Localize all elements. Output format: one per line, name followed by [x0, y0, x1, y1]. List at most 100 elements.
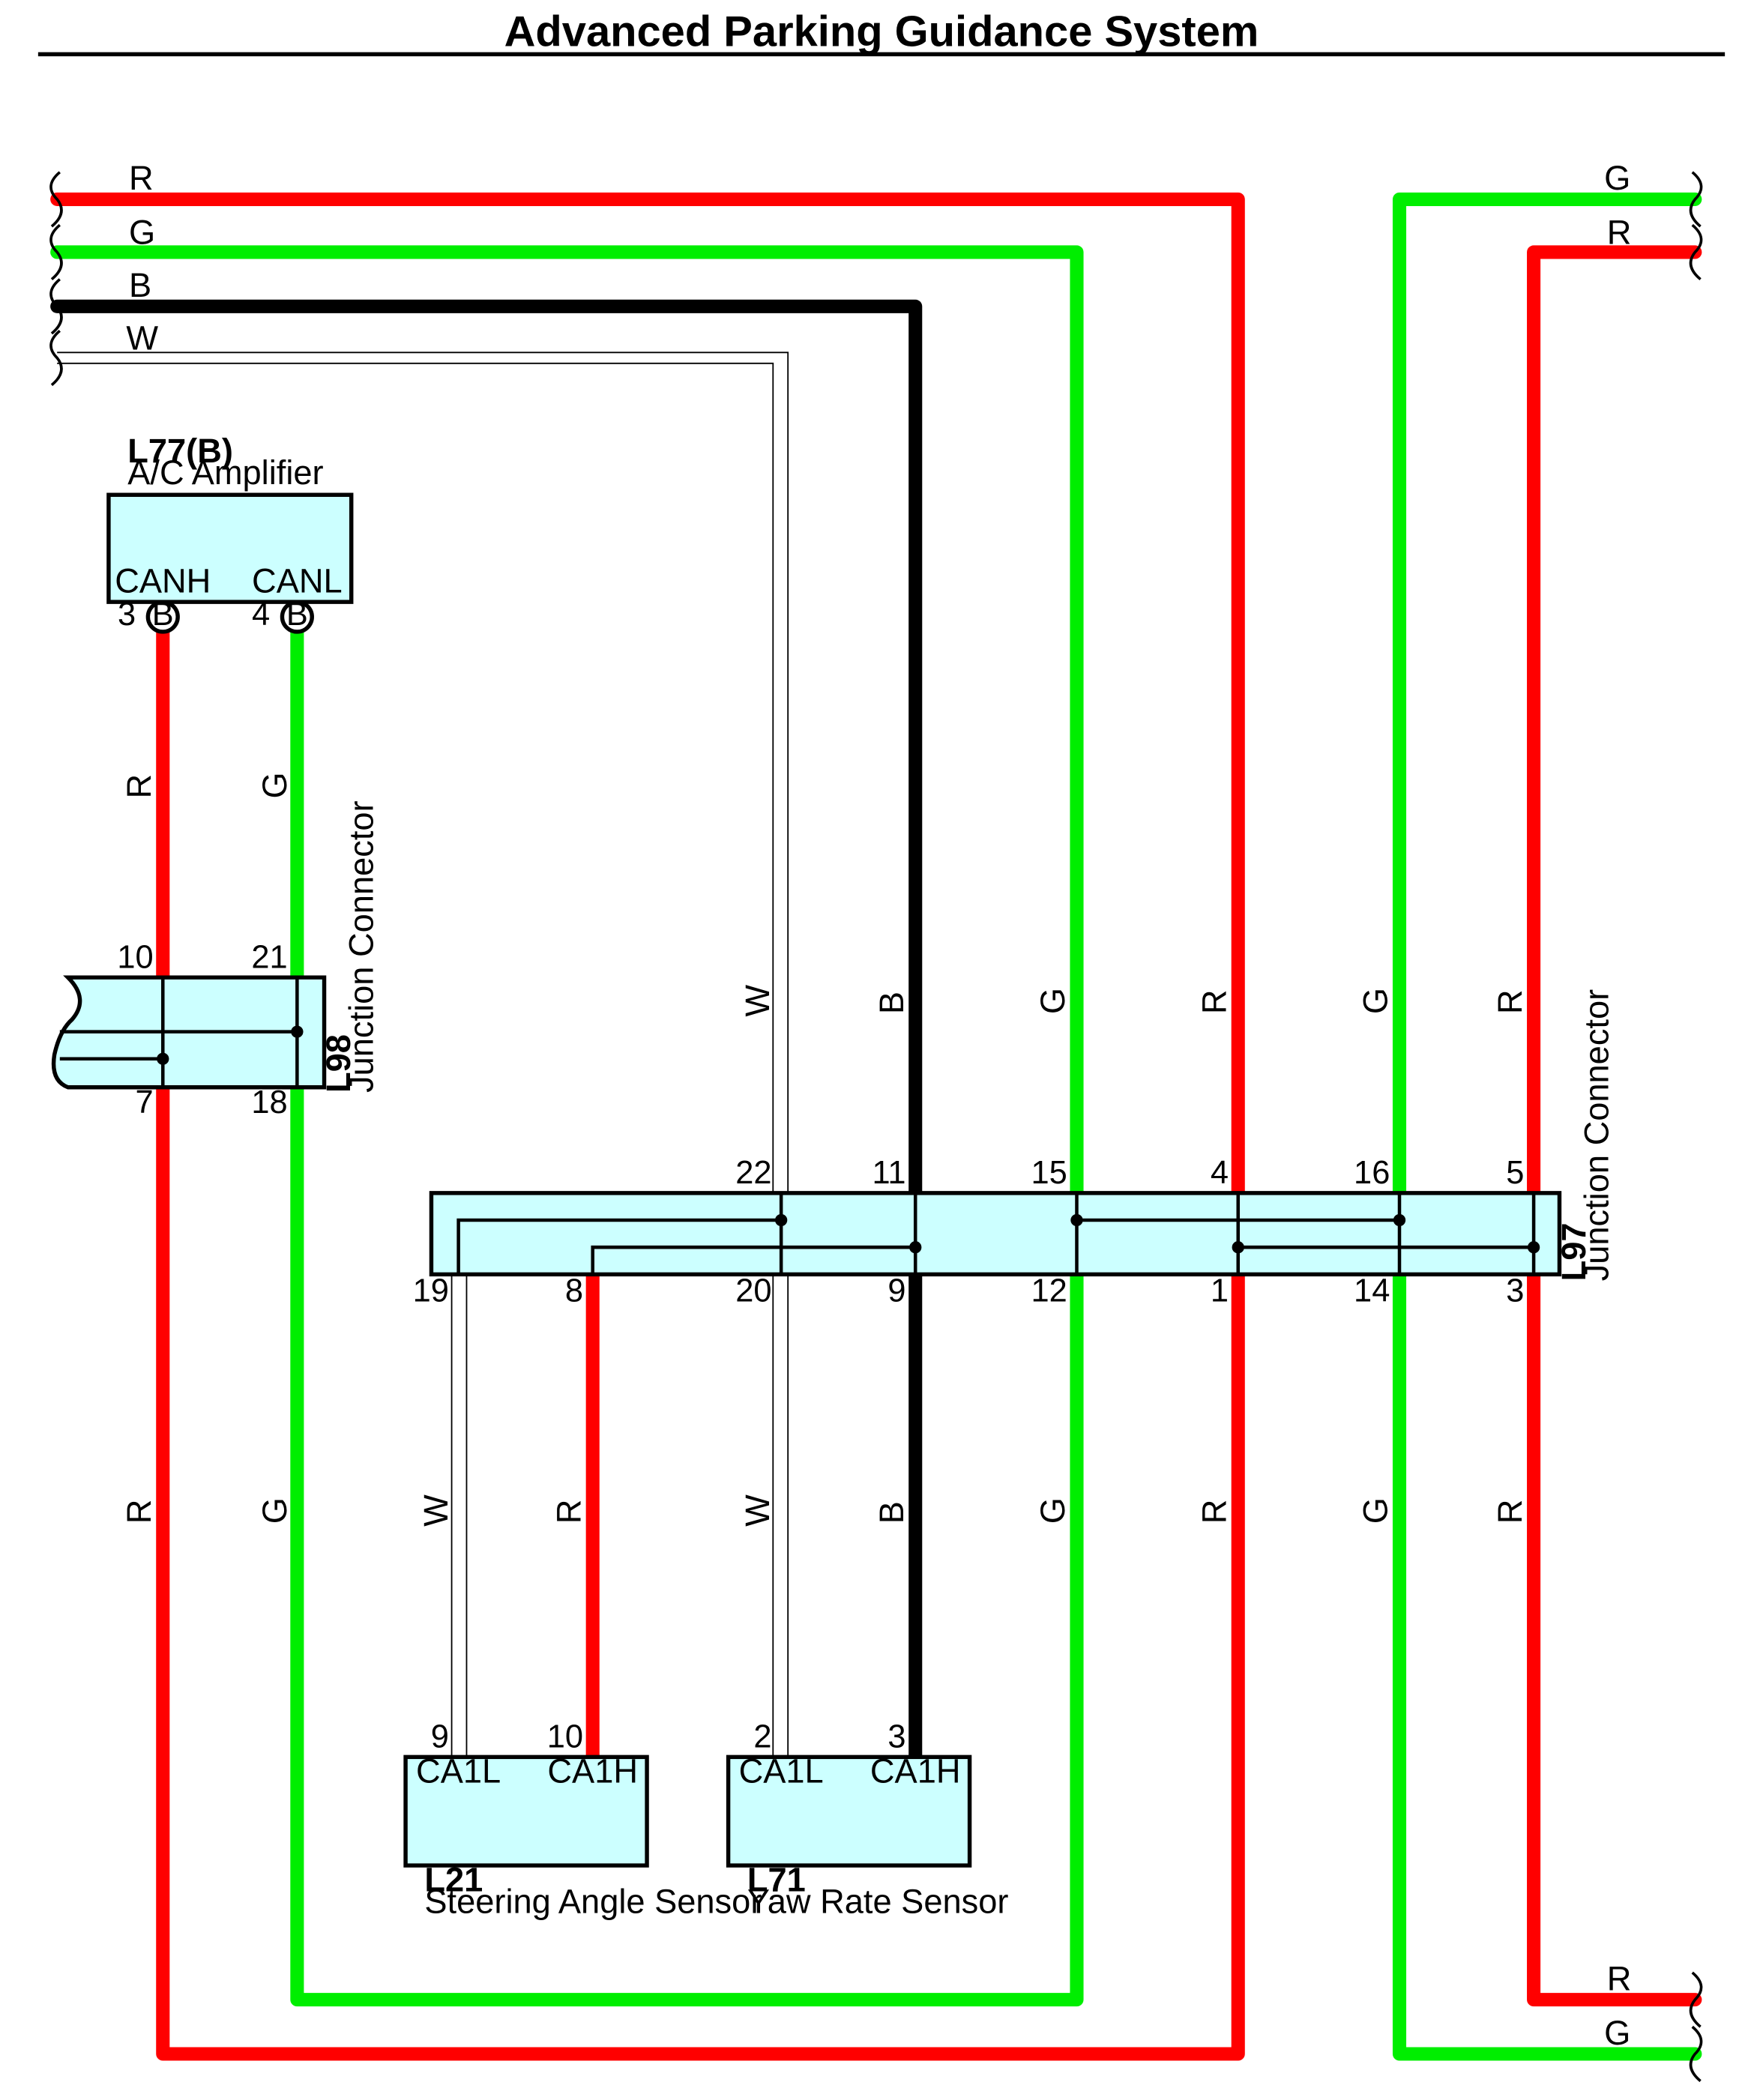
l77-canh-label: CANH	[115, 561, 211, 600]
l77-name: A/C Amplifier	[127, 453, 323, 492]
l71-box	[726, 1754, 972, 1868]
l21-pin-10: 10	[547, 1719, 583, 1755]
l97-pin-4: 4	[1211, 1155, 1229, 1191]
l97-splice-g	[1070, 1213, 1083, 1227]
wire-w-group	[57, 351, 789, 1757]
wire-r-right-bottom	[1527, 1267, 1702, 2007]
wire-w-top	[57, 351, 789, 1757]
break-mark-right-r-bottom	[1689, 1971, 1703, 2028]
wire-label-right-g: G	[1604, 159, 1630, 197]
break-mark-right-g-bottom	[1689, 2025, 1703, 2083]
vertical-wire-labels: R G W B G R G R R G W R W B G R G R	[120, 772, 1529, 1527]
component-l71: 2 3 CA1L CA1H L71 Yaw Rate Sensor	[726, 1719, 1009, 1920]
l71-ca1l-label: CA1L	[739, 1752, 824, 1790]
wire-label-right-g-bottom: G	[1604, 2014, 1630, 2052]
break-mark-left-g	[49, 223, 63, 281]
vlabel-b-l71: B	[873, 1501, 911, 1524]
wire-label-left-b: B	[129, 266, 151, 304]
l77-pin-canl: 4	[252, 597, 270, 633]
component-l77: L77(B) A/C Amplifier CANH CANL 3 4 B B	[106, 432, 354, 634]
l97-pin-3: 3	[1506, 1273, 1524, 1309]
wire-b-top	[50, 299, 923, 1200]
break-mark-right-r	[1689, 223, 1703, 281]
l97-pin-14: 14	[1354, 1273, 1390, 1309]
vlabel-w-l21: W	[417, 1494, 455, 1527]
l21-code: L21	[424, 1860, 483, 1898]
wire-label-left-r: R	[129, 159, 154, 197]
l77-shield-canh	[145, 600, 180, 634]
wire-g-loop	[290, 1080, 1084, 2007]
wire-label-left-w: W	[126, 319, 158, 357]
wire-r-right	[1527, 245, 1702, 1200]
vlabel-w-mid: W	[738, 985, 777, 1017]
vlabel-g-low: G	[1034, 1497, 1072, 1524]
vlabel-g-mid: G	[1034, 988, 1072, 1014]
page-title: Advanced Parking Guidance System	[504, 8, 1259, 56]
l97-pin-22: 22	[735, 1155, 771, 1191]
vlabel-g2-low: G	[1357, 1497, 1395, 1524]
break-mark-left-w	[49, 329, 63, 387]
l21-box	[403, 1754, 649, 1868]
l98-pin-21: 21	[251, 940, 287, 976]
l77-box	[106, 492, 354, 604]
l98-pin-7: 7	[135, 1084, 153, 1120]
l97-pin-9: 9	[887, 1273, 905, 1309]
wire-break-marks	[49, 171, 1703, 2083]
l98-pin-18: 18	[251, 1084, 287, 1120]
l21-ca1l-label: CA1L	[416, 1752, 501, 1790]
l77-shield-canl	[280, 600, 314, 634]
l98-code: L98	[319, 1034, 358, 1093]
vlabel-r2-mid: R	[1491, 989, 1529, 1014]
l77-shield-canl-label: B	[286, 597, 308, 633]
l71-ca1h-label: CA1H	[870, 1752, 961, 1790]
l97-splice-w	[775, 1213, 788, 1227]
vlabel-r-l21: R	[549, 1500, 588, 1524]
l97-name: Junction Connector	[1578, 989, 1616, 1282]
l97-internal-wiring	[456, 1192, 1536, 1275]
l71-pin-3: 3	[887, 1719, 905, 1755]
break-mark-left-b	[49, 278, 63, 335]
wire-g-right-bottom	[1392, 1267, 1702, 2061]
vlabel-r2-low: R	[1491, 1500, 1529, 1524]
l97-splice-r	[1232, 1241, 1244, 1254]
l71-name: Yaw Rate Sensor	[747, 1882, 1009, 1920]
l97-pin-19: 19	[413, 1273, 449, 1309]
l77-canl-label: CANL	[252, 561, 343, 600]
l97-box	[429, 1191, 1562, 1277]
component-l98: 10 21 7 18 L98 Junction Connector	[51, 800, 381, 1120]
l97-pin-16: 16	[1354, 1155, 1390, 1191]
vlabel-w-l71: W	[738, 1494, 777, 1527]
l71-pin-2: 2	[753, 1719, 771, 1755]
l97-splice-r2	[1527, 1241, 1540, 1254]
l21-pin-9: 9	[431, 1719, 449, 1755]
l98-splice-2	[157, 1052, 169, 1065]
l97-bus-w	[456, 1218, 782, 1275]
wire-label-left-g: G	[129, 214, 155, 252]
l97-pin-20: 20	[735, 1273, 771, 1309]
l97-pin-12: 12	[1031, 1273, 1067, 1309]
l97-splice-b	[909, 1241, 922, 1254]
l97-splice-g2	[1393, 1213, 1406, 1227]
l97-pin-15: 15	[1031, 1155, 1067, 1191]
l97-pin-8: 8	[565, 1273, 583, 1309]
component-l97: 22 11 15 4 16 5 19 8 20 9 12 1 14 3 L97 …	[413, 989, 1616, 1309]
vlabel-g2-mid: G	[1357, 988, 1395, 1014]
wire-label-right-r: R	[1607, 214, 1632, 252]
wire-g-right	[1392, 192, 1702, 1200]
l97-pin-11: 11	[872, 1155, 905, 1191]
wire-g-top	[50, 245, 1084, 1200]
l77-pin-canh: 3	[118, 597, 136, 633]
l97-pin-5: 5	[1506, 1155, 1524, 1191]
vlabel-r-low: R	[1195, 1500, 1233, 1524]
l21-ca1h-label: CA1H	[547, 1752, 638, 1790]
wire-r-loop	[156, 1080, 1245, 2061]
vlabel-r-left-low: R	[120, 1500, 158, 1524]
vlabel-r-l77: R	[120, 774, 158, 799]
l97-bus-b	[591, 1245, 916, 1275]
l21-name: Steering Angle Sensor	[424, 1882, 762, 1920]
break-mark-left-r	[49, 171, 63, 228]
l97-pin-1: 1	[1211, 1273, 1229, 1309]
l97-code: L97	[1555, 1222, 1593, 1281]
vlabel-r-mid: R	[1195, 989, 1233, 1014]
